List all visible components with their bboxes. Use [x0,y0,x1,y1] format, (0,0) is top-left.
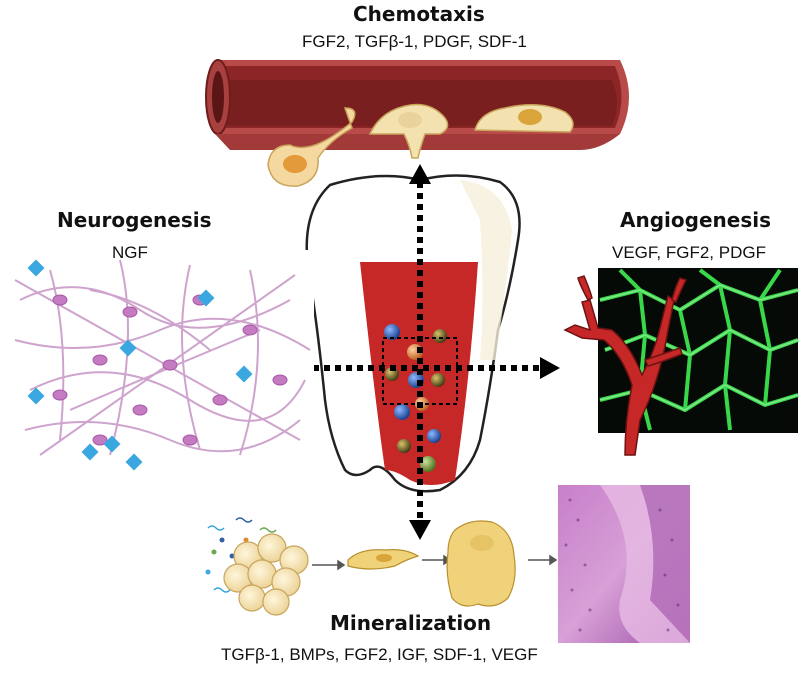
sequence-arrows [312,554,558,571]
tooth-icon [305,174,521,493]
migration-arrows [280,182,540,520]
arrow-down-icon [409,520,431,540]
histology-image [558,485,690,643]
arrow-right-icon [540,357,560,379]
neurogenesis-title: Neurogenesis [57,208,212,232]
chemotaxis-title: Chemotaxis [353,2,485,26]
arrow-up-icon [409,164,431,184]
chemotaxis-factors: FGF2, TGFβ-1, PDGF, SDF-1 [302,32,527,51]
mineralization-title: Mineralization [330,611,492,635]
scaffold-particles [384,324,447,472]
mineralization-factors: TGFβ-1, BMPs, FGF2, IGF, SDF-1, VEGF [221,645,538,664]
stem-cell-cluster-icon [223,533,309,616]
odontoblast-cell-icon [446,520,516,607]
signal-dots [205,517,277,593]
migrating-cells [267,103,574,187]
neuron-network-icon [8,250,314,471]
blood-vessel-branch-icon [563,275,688,456]
angiogenesis-title: Angiogenesis [620,208,771,232]
angiogenesis-factors: VEGF, FGF2, PDGF [612,243,766,262]
neurogenesis-factors: NGF [112,243,148,262]
progenitor-cell-icon [347,549,420,570]
